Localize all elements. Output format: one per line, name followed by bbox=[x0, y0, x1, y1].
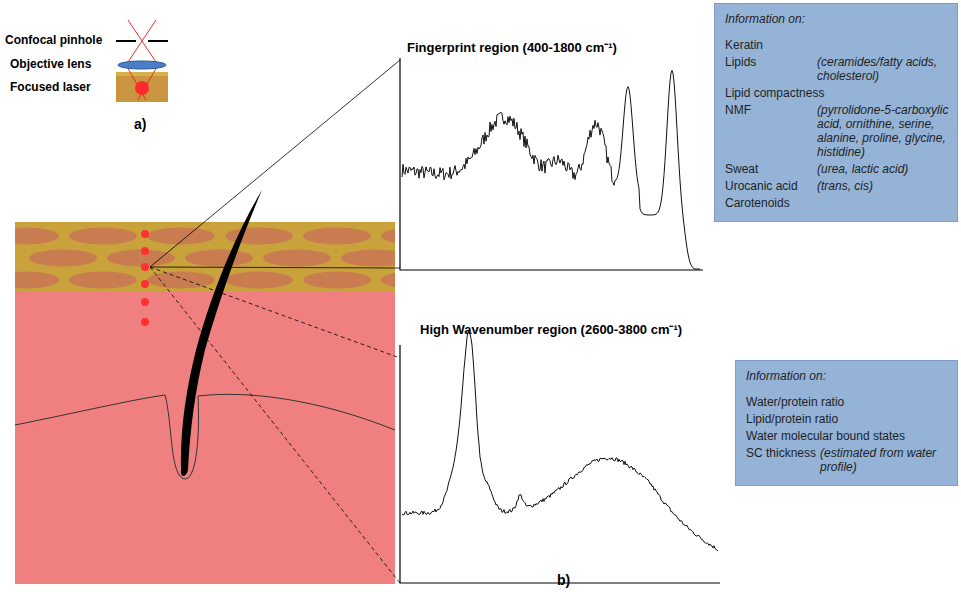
raman-spectrum bbox=[402, 331, 718, 550]
item-name: Carotenoids bbox=[725, 196, 790, 210]
corneocyte bbox=[381, 272, 395, 289]
item-name: Lipid/protein ratio bbox=[746, 412, 838, 426]
stratum-corneum bbox=[15, 222, 395, 292]
item-detail: (ceramides/fatty acids, cholesterol) bbox=[817, 55, 949, 83]
item-detail: (urea, lactic acid) bbox=[817, 162, 908, 176]
item-name: NMF bbox=[725, 103, 817, 159]
basement-membrane bbox=[15, 394, 395, 479]
item-name: Sweat bbox=[725, 162, 817, 176]
item-name: Keratin bbox=[725, 38, 763, 52]
info-box: Information on: KeratinLipids(ceramides/f… bbox=[714, 3, 958, 222]
item-name: Water/protein ratio bbox=[746, 395, 844, 409]
item-name: Lipid compactness bbox=[725, 86, 824, 100]
spectrum-title: Fingerprint region (400-1800 cm⁻¹) bbox=[407, 38, 617, 56]
item-detail: (pyrrolidone-5-carboxylic acid, ornithin… bbox=[817, 103, 949, 159]
corneocyte bbox=[263, 250, 331, 267]
info-box: Information on: Water/protein ratioLipid/… bbox=[735, 360, 958, 486]
zoom-line bbox=[150, 267, 400, 583]
part-label: Focused laser bbox=[10, 80, 91, 94]
item-name: SC thickness bbox=[746, 446, 816, 474]
laser-focus bbox=[135, 81, 149, 95]
corneocyte bbox=[69, 228, 137, 245]
hair bbox=[181, 190, 262, 476]
laser-spots bbox=[141, 230, 149, 326]
item-name: Water molecular bound states bbox=[746, 429, 905, 443]
corneocyte bbox=[147, 272, 215, 289]
zoom-line bbox=[150, 267, 400, 358]
part-label: Confocal pinhole bbox=[5, 33, 102, 47]
corneocyte bbox=[225, 272, 293, 289]
sample bbox=[116, 72, 168, 102]
item-name: Urocanic acid bbox=[725, 179, 817, 193]
spectrum-title: High Wavenumber region (2600-3800 cm⁻¹) bbox=[420, 320, 682, 338]
raman-spectrum bbox=[402, 70, 700, 269]
panel-letter: a) bbox=[134, 116, 146, 132]
light-ray bbox=[128, 20, 158, 65]
corneocyte bbox=[303, 228, 371, 245]
corneocyte bbox=[341, 250, 395, 267]
zoom-line bbox=[150, 60, 400, 267]
corneocyte bbox=[29, 250, 97, 267]
corneocyte bbox=[147, 228, 215, 245]
zoom-line bbox=[150, 267, 400, 268]
objective-lens bbox=[118, 61, 166, 69]
pinhole bbox=[116, 40, 136, 42]
part-label: Objective lens bbox=[10, 57, 91, 71]
item-name: Lipids bbox=[725, 55, 817, 83]
item-detail: (trans, cis) bbox=[817, 179, 873, 193]
corneocyte bbox=[107, 250, 175, 267]
corneocyte bbox=[69, 272, 137, 289]
corneocyte bbox=[15, 272, 59, 289]
axes bbox=[400, 345, 720, 583]
corneocyte bbox=[15, 228, 59, 245]
corneocyte bbox=[185, 250, 253, 267]
corneocyte bbox=[381, 228, 395, 245]
corneocyte bbox=[303, 272, 371, 289]
item-detail: (estimated from water profile) bbox=[820, 446, 949, 474]
panel-letter: b) bbox=[557, 572, 570, 588]
sample-surface bbox=[116, 72, 168, 76]
box-heading: Information on: bbox=[746, 369, 826, 383]
light-ray bbox=[126, 20, 156, 65]
box-heading: Information on: bbox=[725, 12, 805, 26]
pinhole bbox=[148, 40, 168, 42]
axes bbox=[400, 58, 703, 270]
